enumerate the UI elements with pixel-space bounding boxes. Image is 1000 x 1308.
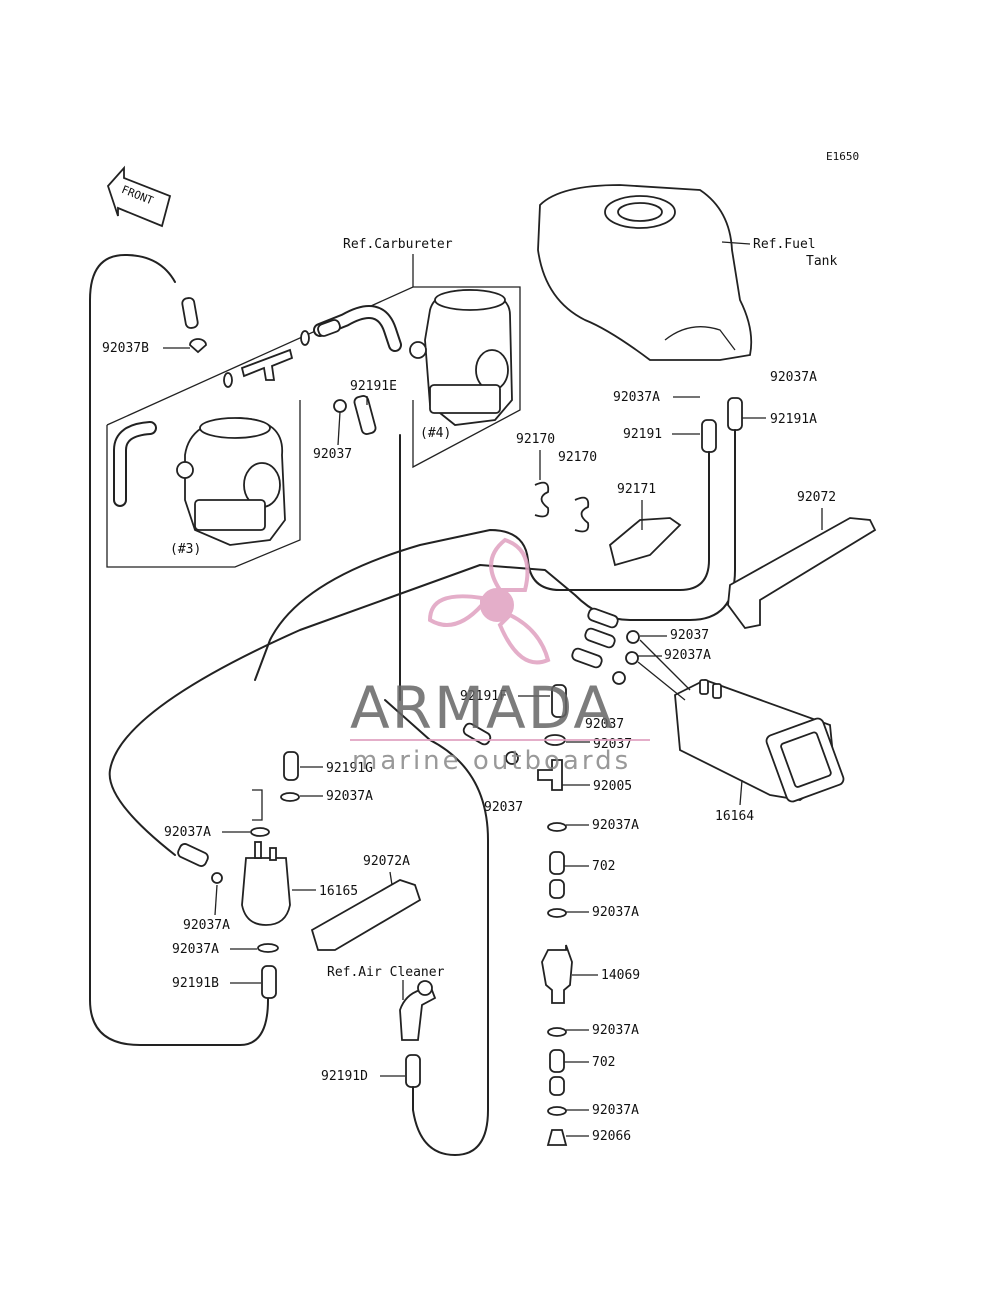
fuel-pump-16165 (241, 857, 291, 926)
label-92170-b: 92170 (558, 450, 597, 465)
label-92037B: 92037B (102, 341, 149, 356)
clip-92170-b (574, 496, 590, 533)
hose-92191F (551, 684, 567, 718)
tee-92005 (537, 759, 563, 791)
diagram-code: E1650 (826, 150, 859, 163)
carburetor-4: (#4) (409, 289, 513, 441)
label-92037A-r2: 92037A (592, 905, 639, 920)
right-hose-chain (541, 822, 573, 1146)
label-92072: 92072 (797, 490, 836, 505)
label-92191A: 92191A (770, 412, 817, 427)
label-702-a: 702 (592, 859, 615, 874)
label-92037-c2: 92037 (585, 717, 624, 732)
bracket-92072A (310, 879, 422, 951)
label-92037A-l2: 92037A (164, 825, 211, 840)
tank-vent-hose-2 (108, 429, 736, 856)
fuel-tank-ref-label-1: Ref.Fuel (753, 237, 816, 252)
label-702-b: 702 (592, 1055, 615, 1070)
hose-92191A (727, 397, 743, 431)
air-cleaner-ref-label: Ref.Air Cleaner (327, 965, 445, 980)
plug-92066 (546, 1129, 568, 1146)
label-92037A-l3: 92037A (183, 918, 230, 933)
label-92191: 92191 (623, 427, 662, 442)
front-arrow-icon: FRONT (106, 165, 172, 228)
air-cleaner-elbow (384, 699, 489, 1156)
label-92191B: 92191B (172, 976, 219, 991)
label-16164: 16164 (715, 809, 754, 824)
carburetor-3-label: (#3) (170, 542, 201, 557)
tank-vent-hose (254, 451, 710, 681)
watermark-tagline: marine outboards (352, 746, 631, 776)
part-labels: 92037B 92191E 92037 92037A 92037A 92191A… (102, 341, 836, 1144)
canister-16164 (674, 679, 845, 803)
carburetor-3: (#3) (113, 417, 286, 557)
label-92037A-l4: 92037A (172, 942, 219, 957)
label-14069: 14069 (601, 968, 640, 983)
label-92066: 92066 (592, 1129, 631, 1144)
label-92037A-tank2: 92037A (613, 390, 660, 405)
label-92191D: 92191D (321, 1069, 368, 1084)
label-92037A-tank1: 92037A (770, 370, 817, 385)
label-92037A-c1: 92037A (664, 648, 711, 663)
label-16165: 16165 (319, 884, 358, 899)
armada-watermark: ARMADA marine outboards (350, 537, 650, 776)
left-pump-chain (177, 751, 300, 999)
label-92005: 92005 (593, 779, 632, 794)
label-92191G: 92191G (326, 761, 373, 776)
left-hose-loop (89, 254, 269, 1046)
label-92037A-r3: 92037A (592, 1023, 639, 1038)
label-92171: 92171 (617, 482, 656, 497)
fuel-filter-14069 (541, 944, 573, 1004)
label-92037A-l1: 92037A (326, 789, 373, 804)
label-92191F: 92191F (460, 689, 507, 704)
label-92037A-r4: 92037A (592, 1103, 639, 1118)
label-92072A: 92072A (363, 854, 410, 869)
fuel-tank-ref-label-2: Tank (806, 254, 837, 269)
label-92037-c1: 92037 (670, 628, 709, 643)
carburetor-ref-label: Ref.Carbureter (343, 237, 453, 252)
watermark-brand: ARMADA (350, 674, 615, 742)
clip-92170-a (534, 481, 550, 518)
carburetor-hoses (181, 297, 402, 435)
label-92037-carb: 92037 (313, 447, 352, 462)
label-92037A-r1: 92037A (592, 818, 639, 833)
hose-92191 (701, 419, 717, 453)
bracket-92171 (608, 517, 682, 567)
label-92170-a: 92170 (516, 432, 555, 447)
label-92037-c4: 92037 (484, 800, 523, 815)
carburetor-4-label: (#4) (420, 426, 451, 441)
bracket-92072 (727, 517, 877, 629)
fuel-tank: Ref.Fuel Tank (537, 184, 837, 361)
label-92191E: 92191E (350, 379, 397, 394)
propeller-logo-icon (427, 537, 551, 665)
